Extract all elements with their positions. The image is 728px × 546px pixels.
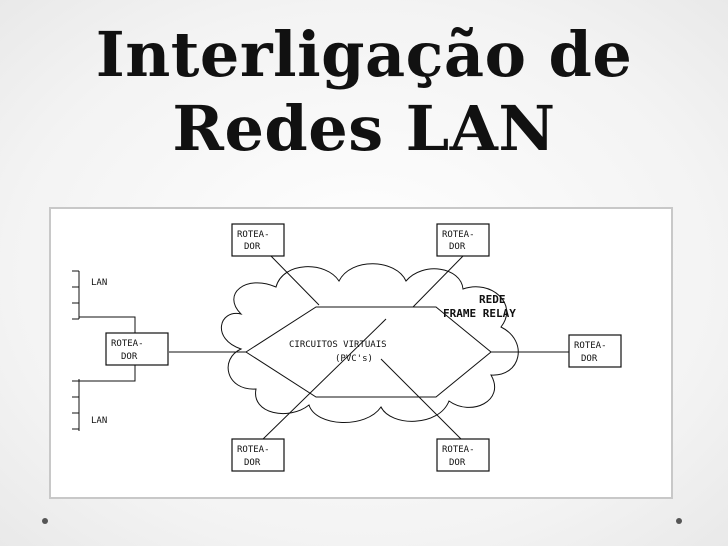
slide-title: Interligação de Redes LAN — [0, 18, 728, 166]
diagram-canvas: ROTEA- DOR ROTEA- DOR ROTEA- DOR ROTEA- … — [72, 223, 622, 472]
router-top-left-label-1: ROTEA- — [237, 230, 270, 240]
lan-bus-bottom: LAN — [72, 365, 136, 431]
title-line-1: Interligação de — [95, 18, 633, 91]
lan-bus-top: LAN — [72, 270, 136, 333]
network-diagram: ROTEA- DOR ROTEA- DOR ROTEA- DOR ROTEA- … — [49, 207, 673, 499]
lan-bottom-label: LAN — [91, 416, 107, 426]
circuits-label-line-2: (PVC's) — [335, 354, 373, 364]
router-left-label-1: ROTEA- — [111, 339, 144, 349]
router-right-label-1: ROTEA- — [574, 341, 607, 351]
router-right: ROTEA- DOR — [568, 334, 622, 368]
router-bottom-right: ROTEA- DOR — [436, 438, 490, 472]
circuits-label-line-1: CIRCUITOS VIRTUAIS — [289, 340, 387, 350]
virtual-circuits-hexagon — [245, 306, 492, 398]
router-left-label-2: DOR — [121, 352, 138, 362]
router-left: ROTEA- DOR — [105, 332, 169, 366]
link-bottom-left — [260, 318, 387, 442]
router-bottom-left-label-1: ROTEA- — [237, 445, 270, 455]
router-bottom-left: ROTEA- DOR — [231, 438, 285, 472]
router-bottom-right-label-2: DOR — [449, 458, 466, 468]
link-top-left — [268, 253, 320, 306]
router-top-right: ROTEA- DOR — [436, 223, 490, 257]
router-top-right-label-1: ROTEA- — [442, 230, 475, 240]
router-top-left: ROTEA- DOR — [231, 223, 285, 257]
slide-corner-dot-right — [676, 518, 682, 524]
slide-corner-dot-left — [42, 518, 48, 524]
router-right-label-2: DOR — [581, 354, 598, 364]
link-top-right — [412, 253, 466, 308]
network-label-line-2: FRAME RELAY — [443, 307, 516, 320]
router-bottom-left-label-2: DOR — [244, 458, 261, 468]
router-top-right-label-2: DOR — [449, 242, 466, 252]
link-bottom-right — [380, 358, 464, 442]
router-top-left-label-2: DOR — [244, 242, 261, 252]
lan-top-label: LAN — [91, 278, 107, 288]
frame-relay-cloud — [221, 263, 519, 423]
title-line-2: Redes LAN — [172, 92, 556, 165]
router-bottom-right-label-1: ROTEA- — [442, 445, 475, 455]
network-label-line-1: REDE — [479, 293, 506, 306]
